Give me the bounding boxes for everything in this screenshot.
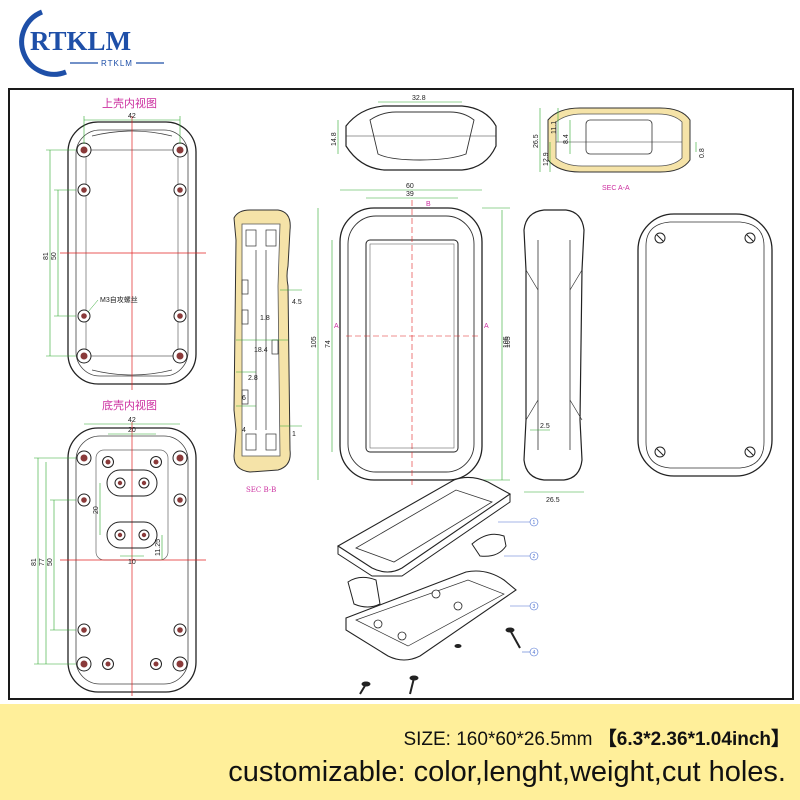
callout-4: 4: [533, 650, 536, 656]
back-view: [637, 213, 773, 477]
spec-banner: SIZE: 160*60*26.5mm 【6.3*2.36*1.04inch】 …: [0, 704, 800, 800]
brand-logo: RTKLM RTKLM: [19, 9, 164, 77]
dim-front-window-height: 74: [325, 340, 332, 348]
section-marker-a-right: A: [484, 323, 489, 330]
dim-side-depth: 26.5: [546, 497, 560, 504]
dim-bottom-slot-width: 10: [128, 559, 136, 566]
dim-sec-b-rib: 1.8: [260, 315, 270, 322]
dim-bottom-slot-offset: 11.25: [155, 539, 162, 556]
dim-sec-a-lower: 12.9: [543, 152, 550, 166]
dim-bottom-height-inner: 50: [47, 558, 54, 566]
dim-sec-b-wall: 4.5: [292, 299, 302, 306]
end-view: 32.8 14.8: [331, 95, 497, 171]
dim-side-offset: 2.5: [540, 423, 550, 430]
logo-arc-icon: [19, 9, 67, 77]
technical-drawing-frame: 上壳内视图 42 81 50 M3自攻螺丝: [8, 88, 794, 700]
section-marker-a-left: A: [334, 323, 339, 330]
dim-sec-a-total: 26.5: [533, 134, 540, 148]
dim-sec-b-depth: 18.4: [254, 347, 268, 354]
size-text: SIZE: 160*60*26.5mm: [403, 729, 593, 750]
dim-sec-b-lip: 2.8: [248, 375, 258, 382]
dim-bottom-width: 42: [128, 417, 136, 424]
dim-top-height-outer: 81: [43, 252, 50, 260]
section-b-b-view: 4.5 1.8 18.4 2.8 6 4 1 SEC B-B: [233, 209, 302, 494]
dim-sec-b-base: 4: [242, 427, 246, 434]
dim-top-width: 42: [128, 113, 136, 120]
bottom-shell-inner-view: 底壳内视图: [31, 398, 206, 696]
dim-sec-b-step: 6: [242, 395, 246, 402]
dim-bottom-boss-span: 20: [128, 427, 136, 434]
dim-side-height: 105: [503, 336, 510, 348]
bottom-shell-view-label: 底壳内视图: [102, 398, 157, 412]
technical-drawing: 上壳内视图 42 81 50 M3自攻螺丝: [31, 95, 773, 696]
side-view: 105 2.5 26.5: [501, 209, 585, 504]
logo-subtext: RTKLM: [101, 59, 133, 68]
dim-sec-a-gap: 0.8: [699, 148, 706, 158]
section-marker-b-top: B: [426, 201, 431, 208]
dim-bottom-height-mid: 77: [39, 558, 46, 566]
screw-icon: [359, 627, 521, 695]
dim-bottom-height-outer: 81: [31, 558, 38, 566]
dim-sec-a-inner: 8.4: [563, 134, 570, 144]
front-view: 60 39 105 74 105 B A A: [311, 183, 512, 488]
screw-note: M3自攻螺丝: [100, 295, 138, 304]
sec-a-label: SEC A-A: [602, 185, 630, 192]
top-shell-view-label: 上壳内视图: [102, 96, 157, 110]
dim-end-window: 32.8: [412, 95, 426, 102]
dim-front-width: 60: [406, 183, 414, 190]
logo-text: RTKLM: [30, 26, 131, 56]
exploded-assembly-view: 1 2 3 4: [336, 476, 539, 695]
dim-bottom-slot-gap: 20: [93, 506, 100, 514]
dim-top-height-inner: 50: [51, 252, 58, 260]
callout-3: 3: [533, 604, 536, 610]
callout-1: 1: [533, 520, 536, 526]
dim-front-window-width: 39: [406, 191, 414, 198]
sec-b-label: SEC B-B: [246, 486, 276, 494]
dim-sec-b-gap: 1: [292, 431, 296, 438]
dim-front-height-right: 105: [505, 336, 512, 348]
top-shell-inner-view: 上壳内视图 42 81 50 M3自攻螺丝: [43, 96, 206, 390]
dim-front-height: 105: [311, 336, 318, 348]
callout-2: 2: [533, 554, 536, 560]
features-text: customizable: color,lenght,weight,cut ho…: [228, 756, 786, 788]
dim-end-height: 14.8: [331, 132, 338, 146]
size-line: SIZE: 160*60*26.5mm 【6.3*2.36*1.04inch】: [403, 724, 790, 751]
section-a-a-view: 26.5 12.9 11.1 8.4 0.8 SEC A-A: [533, 107, 706, 192]
size-inch-text: 【6.3*2.36*1.04inch】: [597, 729, 790, 750]
dim-sec-a-upper: 11.1: [551, 121, 558, 134]
